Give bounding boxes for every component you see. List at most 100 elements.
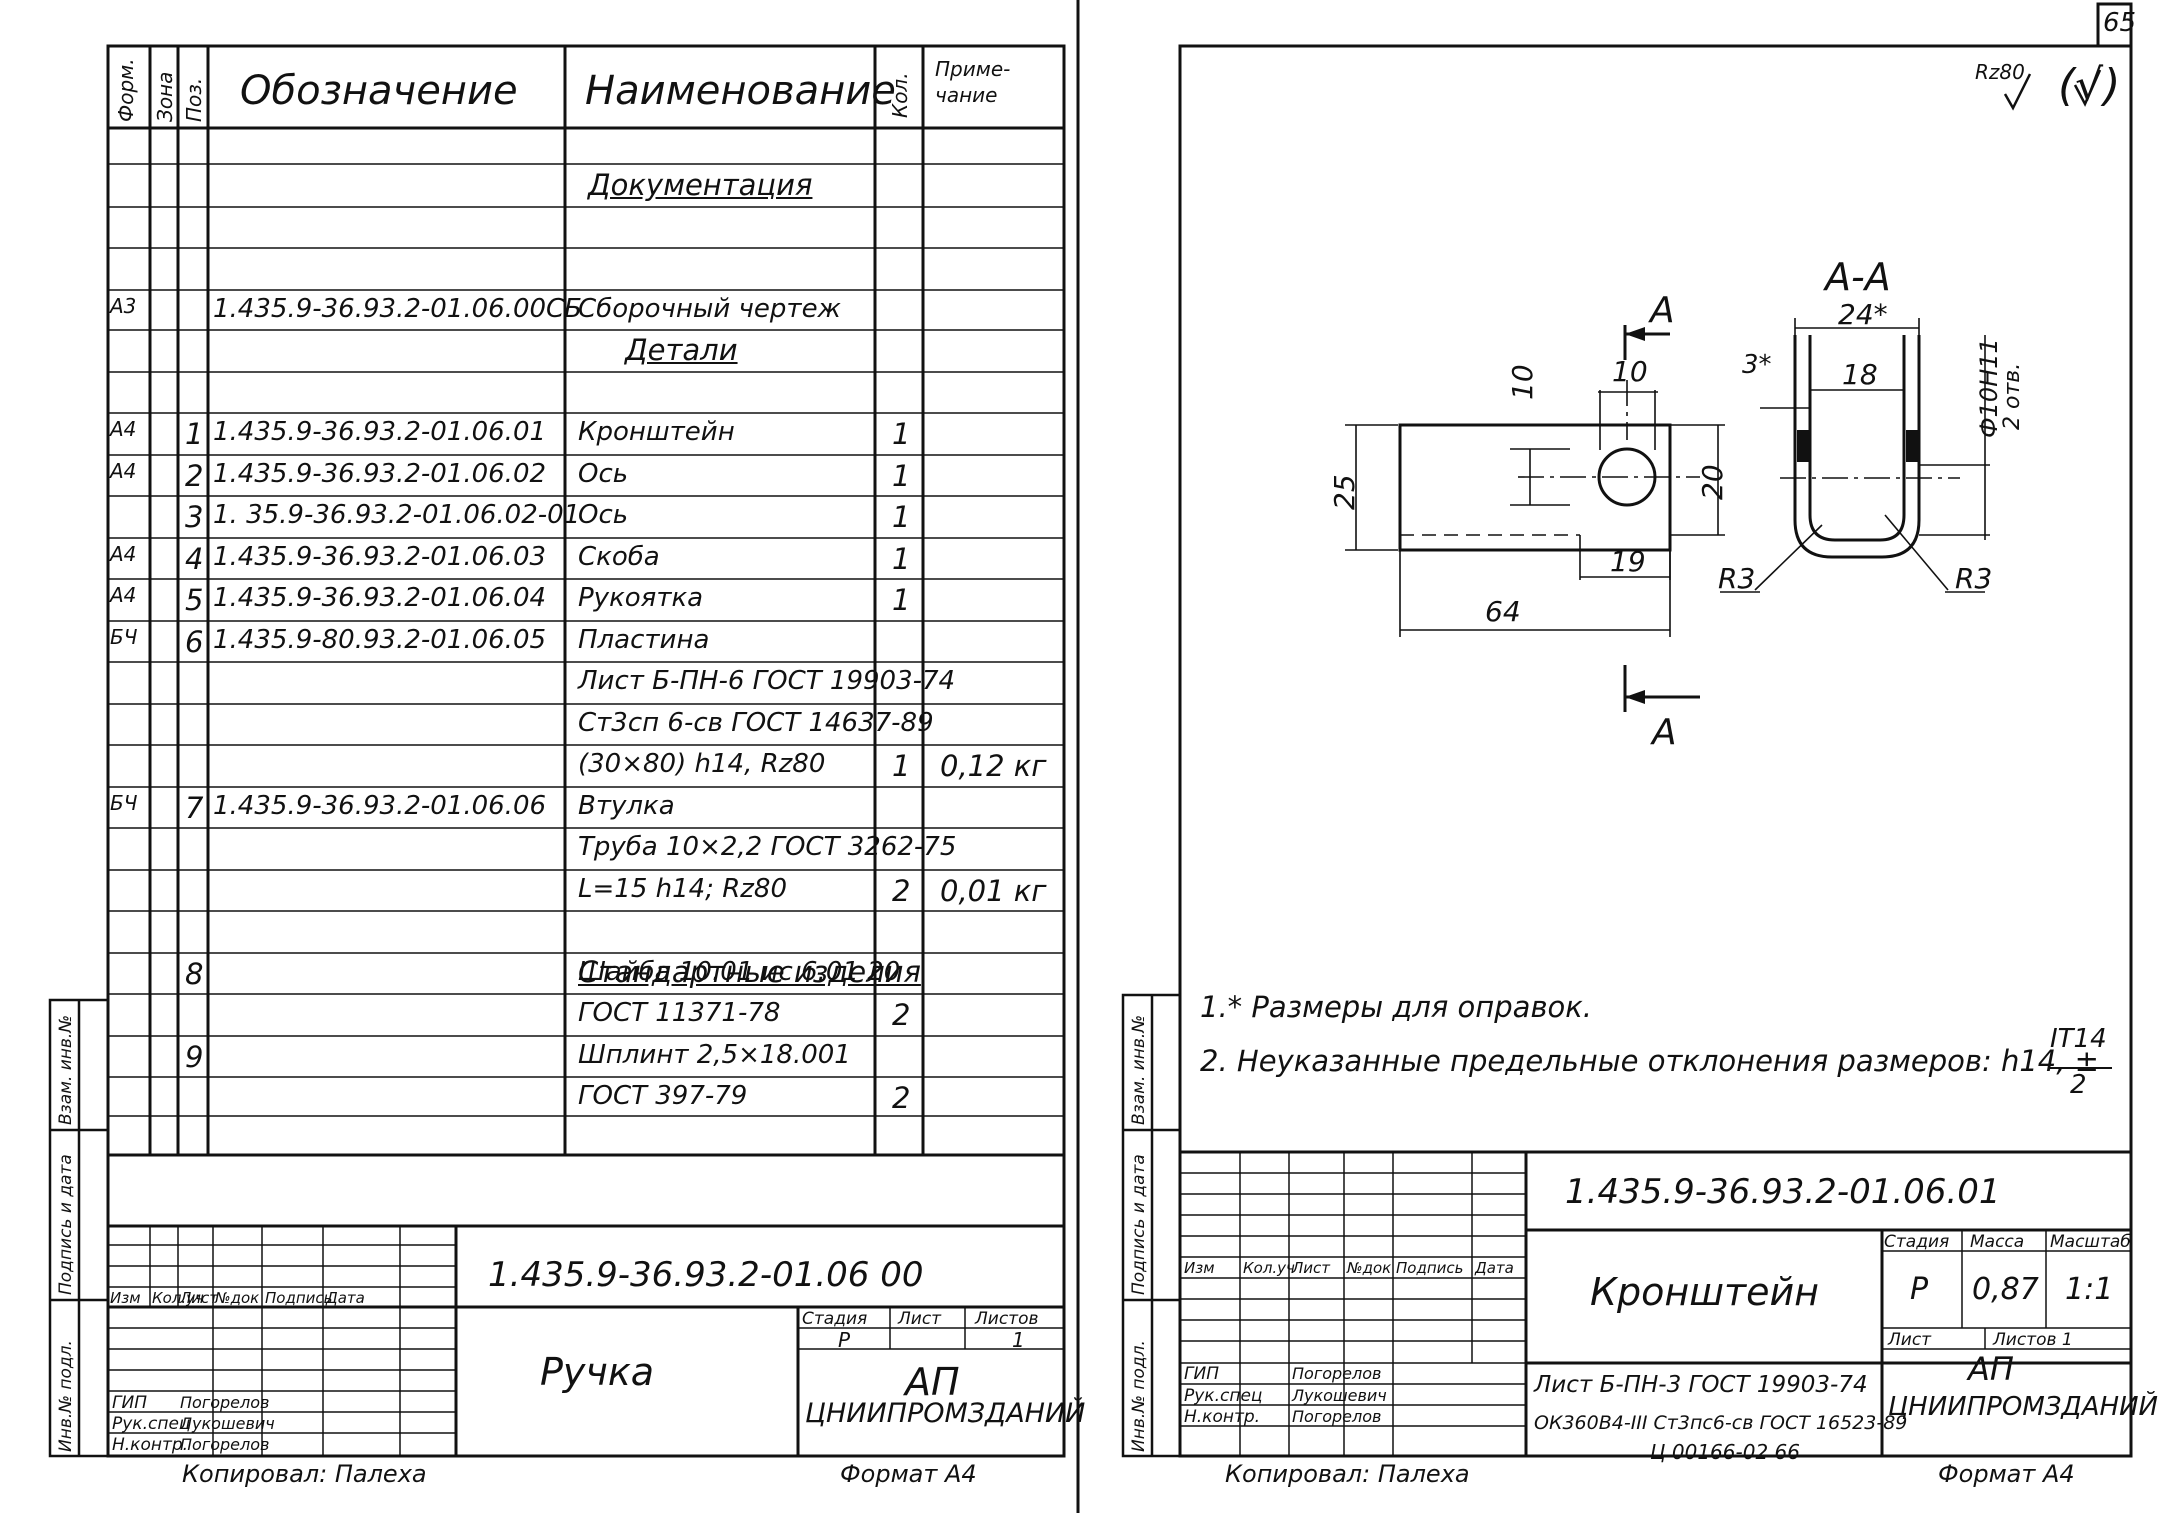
spec-cell-format: БЧ (110, 791, 138, 815)
left-side-label-inv: Инв.№ подл. (56, 1340, 76, 1452)
spec-cell-qty: 1 (892, 459, 911, 493)
spec-cell-designation: 1. 35.9-36.93.2-01.06.02-01 (213, 500, 581, 530)
spec-cell-qty: 1 (892, 500, 911, 534)
right-footer-copy: Копировал: Палеха (1225, 1460, 1470, 1488)
tb-role: ГИП (1184, 1364, 1219, 1384)
spec-cell-name: Сборочный чертеж (578, 294, 841, 324)
right-sheet-label: Лист (1888, 1330, 1932, 1350)
right-org-1: АП (1968, 1350, 2014, 1388)
spec-cell-name: Кронштейн (578, 417, 735, 447)
dim-20: 20 (1696, 464, 1729, 500)
right-side-label-inv: Инв.№ подл. (1129, 1340, 1149, 1452)
spec-cell-format: А4 (110, 459, 137, 483)
right-frame (1178, 44, 2133, 1458)
spec-cell-pos: 9 (185, 1040, 204, 1074)
spec-cell-name: Рукоятка (578, 583, 704, 613)
left-footer-format: Формат А4 (840, 1460, 977, 1488)
roughness-value: Rz80 (1975, 60, 2025, 84)
tolerance-numerator: IT14 (2050, 1024, 2107, 1054)
tb-header-col: Подпись (265, 1289, 333, 1307)
tb-person: Лукошевич (180, 1414, 275, 1433)
tb-role: ГИП (112, 1393, 147, 1413)
tb-role: Рук.спец (112, 1414, 191, 1434)
tb-header-col: Изм (1184, 1259, 1215, 1277)
dim-64: 64 (1485, 595, 1521, 628)
spec-cell-pos: 8 (185, 957, 204, 991)
dim-19: 19 (1610, 545, 1646, 578)
left-stage-label: Стадия (802, 1309, 868, 1329)
note-1: 1.* Размеры для оправок. (1200, 990, 1593, 1024)
left-org-2: ЦНИИПРОМЗДАНИЙ (805, 1398, 1086, 1429)
tb-header-col: Лист (1292, 1259, 1331, 1277)
tb-header-col: №док (1347, 1259, 1392, 1277)
spec-cell-designation: 1.435.9-36.93.2-01.06.03 (213, 542, 547, 572)
right-mass-value: 0,87 (1972, 1272, 2039, 1307)
dim-hole-count: 2 отв. (2000, 362, 2025, 430)
note-2: 2. Неуказанные предельные отклонения раз… (1200, 1044, 2099, 1078)
spec-cell-format: БЧ (110, 625, 138, 649)
left-side-label-replace: Взам. инв.№ (56, 1014, 76, 1125)
section-label: А-А (1825, 255, 1891, 299)
spec-cell-qty: 1 (892, 749, 911, 783)
tolerance-denominator: 2 (2070, 1070, 2087, 1100)
spec-cell-name: Труба 10×2,2 ГОСТ 3262-75 (578, 832, 957, 862)
right-stage-value: Р (1910, 1272, 1929, 1307)
right-side-label-sign: Подпись и дата (1129, 1154, 1149, 1295)
spec-cell-format: А3 (110, 294, 137, 318)
tb-header-col: Подпись (1396, 1259, 1464, 1277)
left-sheet-label: Лист (898, 1309, 942, 1329)
tb-person: Погорелов (180, 1435, 270, 1454)
spec-cell-format: А4 (110, 583, 137, 607)
right-side-label-replace: Взам. инв.№ (1129, 1014, 1149, 1125)
left-sheets-value: 1 (1012, 1328, 1025, 1352)
spec-cell-name: Ось (578, 500, 629, 530)
right-doc-title: Кронштейн (1590, 1270, 1820, 1314)
tb-person: Лукошевич (1292, 1386, 1387, 1405)
col-designation: Обозначение (240, 68, 518, 114)
left-doc-title: Ручка (540, 1350, 655, 1394)
spec-cell-pos: 2 (185, 459, 204, 493)
spec-cell-qty: 1 (892, 417, 911, 451)
left-doc-code: 1.435.9-36.93.2-01.06 00 (488, 1255, 924, 1295)
right-material-1: Лист Б-ПН-3 ГОСТ 19903-74 (1534, 1372, 1868, 1398)
spec-cell-pos: 1 (185, 417, 204, 451)
spec-cell-name: Лист Б-ПН-6 ГОСТ 19903-74 (578, 666, 956, 696)
tb-header-col: Кол.уч (1243, 1259, 1295, 1277)
right-footer-order: Ц 00166-02 66 (1650, 1440, 1800, 1464)
dim-24: 24* (1838, 298, 1888, 331)
spec-cell-name: ГОСТ 11371-78 (578, 998, 781, 1028)
col-zone: Зона (153, 71, 177, 122)
spec-cell-name: (30×80) h14, Rz80 (578, 749, 826, 779)
dim-25: 25 (1328, 474, 1361, 510)
spec-cell-designation: 1.435.9-36.93.2-01.06.01 (213, 417, 547, 447)
tb-header-col: Изм (110, 1289, 141, 1307)
dim-3: 3* (1742, 350, 1772, 380)
tb-role: Н.контр. (1184, 1407, 1261, 1427)
spec-cell-note: 0,12 кг (940, 749, 1047, 783)
spec-cell-name: Ось (578, 459, 629, 489)
spec-cell-designation: 1.435.9-36.93.2-01.06.02 (213, 459, 547, 489)
right-scale-value: 1:1 (2065, 1272, 2114, 1307)
spec-cell-designation: 1.435.9-36.93.2-01.06.06 (213, 791, 547, 821)
left-frame (106, 44, 1066, 1458)
spec-cell-name: Скоба (578, 542, 660, 572)
tb-header-col: Дата (1475, 1259, 1514, 1277)
dim-r3-left: R3 (1718, 562, 1756, 595)
right-material-2: ОК360В4-III Ст3пс6-св ГОСТ 16523-89 (1534, 1412, 1908, 1434)
tb-header-col: Кол.уч (152, 1289, 204, 1307)
tb-person: Погорелов (1292, 1407, 1382, 1426)
spec-cell-designation: 1.435.9-36.93.2-01.06.00СБ (213, 294, 583, 324)
spec-cell-designation: 1.435.9-80.93.2-01.06.05 (213, 625, 547, 655)
right-stage-label: Стадия (1884, 1232, 1950, 1252)
roughness-paren: (√) (2058, 60, 2121, 111)
col-pos: Поз. (182, 77, 206, 122)
col-name: Наименование (585, 68, 896, 114)
spec-cell-pos: 5 (185, 583, 204, 617)
tb-role: Рук.спец (1184, 1386, 1263, 1406)
dim-18: 18 (1842, 358, 1878, 391)
spec-cell-qty: 1 (892, 583, 911, 617)
spec-cell-qty: 2 (892, 1081, 911, 1115)
section-details: Детали (625, 333, 738, 367)
section-standard: Стандартные изделия (578, 955, 921, 989)
section-documentation: Документация (588, 168, 813, 202)
